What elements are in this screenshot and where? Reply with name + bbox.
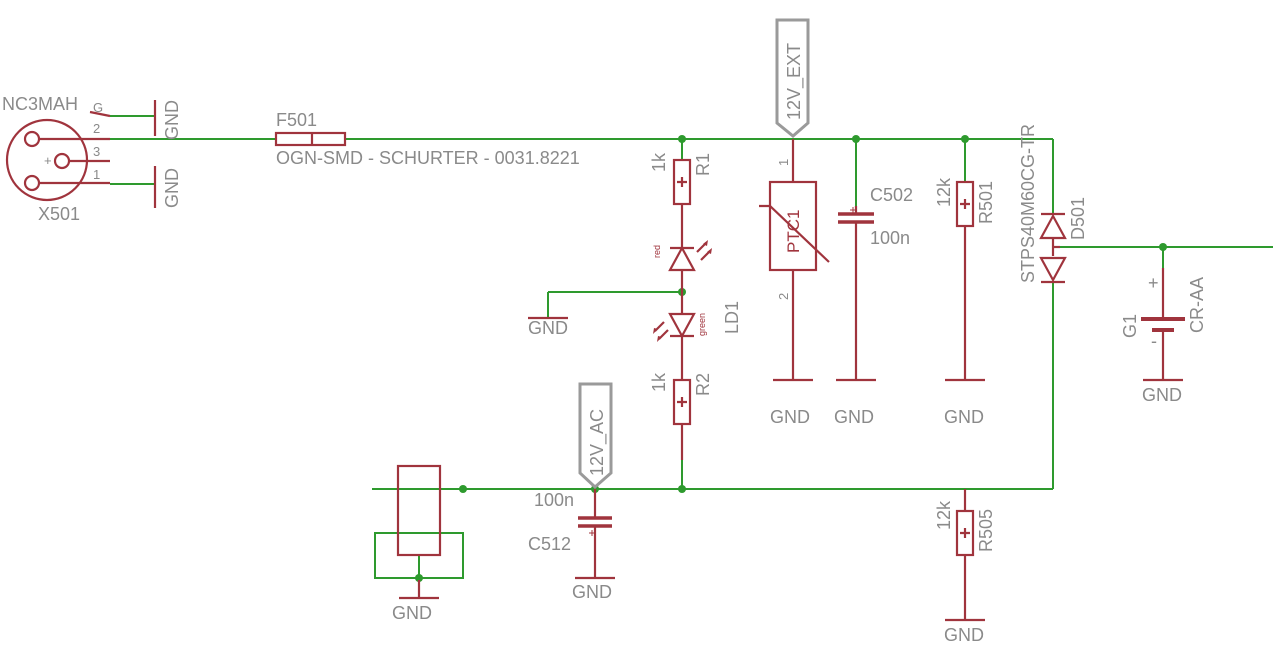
net-label-ext: 12V_EXT [784, 43, 805, 120]
gnd-symbol-r501: GND [944, 378, 985, 427]
junction-dot [415, 574, 423, 582]
gnd-label: GND [162, 100, 182, 140]
r2-value: 1k [649, 372, 669, 392]
c502-value: 100n [870, 228, 910, 248]
net-flag-12v-ac: 12V_AC [578, 382, 613, 490]
gnd-label: GND [834, 407, 874, 427]
gnd-symbol-r505: GND [944, 618, 985, 645]
gnd-label: GND [572, 582, 612, 602]
dual-diode-d501[interactable]: STPS40M60CG-TR D501 [1018, 124, 1088, 284]
gnd-label: GND [944, 407, 984, 427]
capacitor-c512[interactable]: 100n C512 [528, 489, 612, 578]
g1-plus: + [1148, 273, 1159, 293]
gnd-symbol-connector-bottom: GND [153, 166, 182, 208]
gnd-label: GND [528, 318, 568, 338]
c502-ref: C502 [870, 185, 913, 205]
connector-ref: X501 [38, 204, 80, 224]
gnd-symbol-led: GND [528, 316, 568, 338]
power-jack-component[interactable] [396, 464, 442, 557]
resistor-r2[interactable]: 1k R2 [649, 372, 713, 460]
junction-dot [678, 485, 686, 493]
fuse-value: OGN-SMD - SCHURTER - 0031.8221 [276, 148, 580, 168]
c512-ref: C512 [528, 534, 571, 554]
junction-dot [459, 485, 467, 493]
led-ref: LD1 [722, 301, 742, 334]
r1-value: 1k [649, 152, 669, 172]
gnd-symbol-g1: GND [1142, 378, 1183, 405]
gnd-label: GND [770, 407, 810, 427]
gnd-symbol-jack: GND [392, 580, 439, 623]
fuse-f501[interactable]: F501 OGN-SMD - SCHURTER - 0031.8221 [274, 110, 580, 168]
led-red-label: red [652, 245, 662, 258]
led-ld1-green[interactable]: green LD1 [653, 292, 742, 380]
capacitor-c502[interactable]: C502 100n [838, 185, 913, 380]
junction-dot [961, 135, 969, 143]
resistor-r1[interactable]: 1k R1 [649, 152, 713, 247]
junction-dot [852, 135, 860, 143]
junction-dot [1159, 243, 1167, 251]
gnd-label: GND [944, 625, 984, 645]
g1-value: CR-AA [1187, 277, 1207, 333]
gnd-symbol-connector-top: GND [153, 100, 182, 140]
pin-label-3: 3 [93, 144, 100, 159]
resistor-r505[interactable]: 12k R505 [934, 489, 996, 620]
connector-name: NC3MAH [2, 94, 78, 114]
gnd-label: GND [162, 168, 182, 208]
gnd-label: GND [1142, 385, 1182, 405]
wires [94, 115, 1273, 580]
r505-value: 12k [934, 500, 954, 530]
r501-ref: R501 [976, 181, 996, 224]
resistor-r501[interactable]: 12k R501 [934, 177, 996, 380]
pin-label-2: 2 [93, 121, 100, 136]
led-green-label: green [697, 313, 707, 336]
junctions [415, 135, 1167, 582]
gnd-label: GND [392, 603, 432, 623]
ptc-thermistor-ptc1[interactable]: 1 2 PTC1 [759, 139, 830, 380]
xlr-connector-x501[interactable]: + NC3MAH X501 G 2 3 1 [2, 94, 111, 224]
ptc-pin1: 1 [776, 159, 791, 166]
g1-minus: - [1151, 331, 1157, 351]
gnd-symbol-c512: GND [572, 576, 615, 602]
fuse-ref: F501 [276, 110, 317, 130]
r505-ref: R505 [976, 509, 996, 552]
gnd-symbol-c502: GND [834, 378, 876, 427]
d501-ref: D501 [1068, 197, 1088, 240]
r1-ref: R1 [693, 153, 713, 176]
ptc-ref: PTC1 [784, 210, 803, 253]
pin-label-g: G [93, 100, 103, 115]
r2-ref: R2 [693, 373, 713, 396]
d501-value: STPS40M60CG-TR [1018, 124, 1038, 283]
svg-text:+: + [44, 153, 52, 168]
battery-g1[interactable]: + - G1 CR-AA [1120, 268, 1207, 380]
ptc-pin2: 2 [776, 293, 791, 300]
net-flag-12v-ext: 12V_EXT [775, 18, 810, 138]
gnd-symbol-ptc: GND [770, 378, 813, 427]
junction-dot [678, 135, 686, 143]
net-label-ac: 12V_AC [587, 409, 608, 476]
g1-ref: G1 [1120, 314, 1140, 338]
led-ld1-red[interactable]: red [652, 240, 712, 292]
r501-value: 12k [934, 177, 954, 207]
c512-value: 100n [534, 490, 574, 510]
pin-label-1: 1 [93, 167, 100, 182]
